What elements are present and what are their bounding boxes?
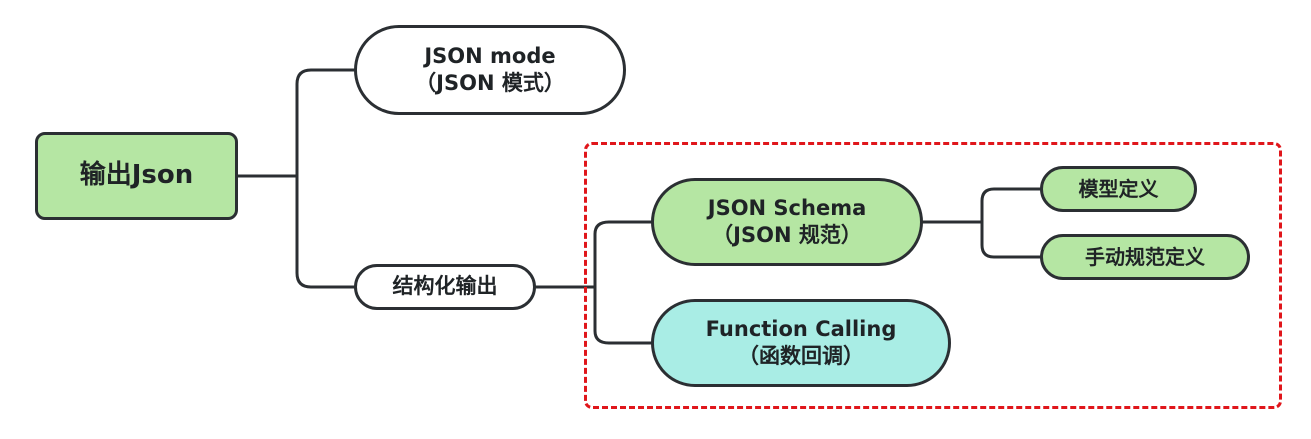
connector-schema-to-model <box>980 187 1042 224</box>
connector-structured-to-schema <box>593 220 653 289</box>
function-calling-node[interactable]: Function Calling （函数回调） <box>651 299 951 387</box>
manual-spec-label: 手动规范定义 <box>1085 245 1205 269</box>
json-schema-subtitle: （JSON 规范） <box>712 223 862 247</box>
json-mode-subtitle: （JSON 模式） <box>415 71 565 95</box>
json-schema-node[interactable]: JSON Schema （JSON 规范） <box>651 178 923 266</box>
connector-root-to-structured <box>295 174 356 289</box>
json-schema-title: JSON Schema <box>707 195 867 220</box>
root-node[interactable]: 输出Json <box>35 132 238 220</box>
manual-spec-node[interactable]: 手动规范定义 <box>1040 234 1250 280</box>
json-mode-title: JSON mode <box>424 43 556 68</box>
highlight-dashed-region <box>584 142 1282 409</box>
model-defined-label: 模型定义 <box>1078 177 1159 201</box>
model-defined-node[interactable]: 模型定义 <box>1040 166 1197 212</box>
structured-output-label: 结构化输出 <box>392 274 498 299</box>
connector-root-to-json-mode <box>295 68 356 178</box>
connector-schema-to-manual <box>980 220 1042 259</box>
connector-structured-to-function <box>593 285 653 345</box>
root-node-label: 输出Json <box>79 160 194 191</box>
json-mode-node[interactable]: JSON mode （JSON 模式） <box>354 25 626 115</box>
structured-output-node[interactable]: 结构化输出 <box>354 264 536 310</box>
function-calling-subtitle: （函数回调） <box>738 344 864 368</box>
function-calling-title: Function Calling <box>705 316 897 341</box>
